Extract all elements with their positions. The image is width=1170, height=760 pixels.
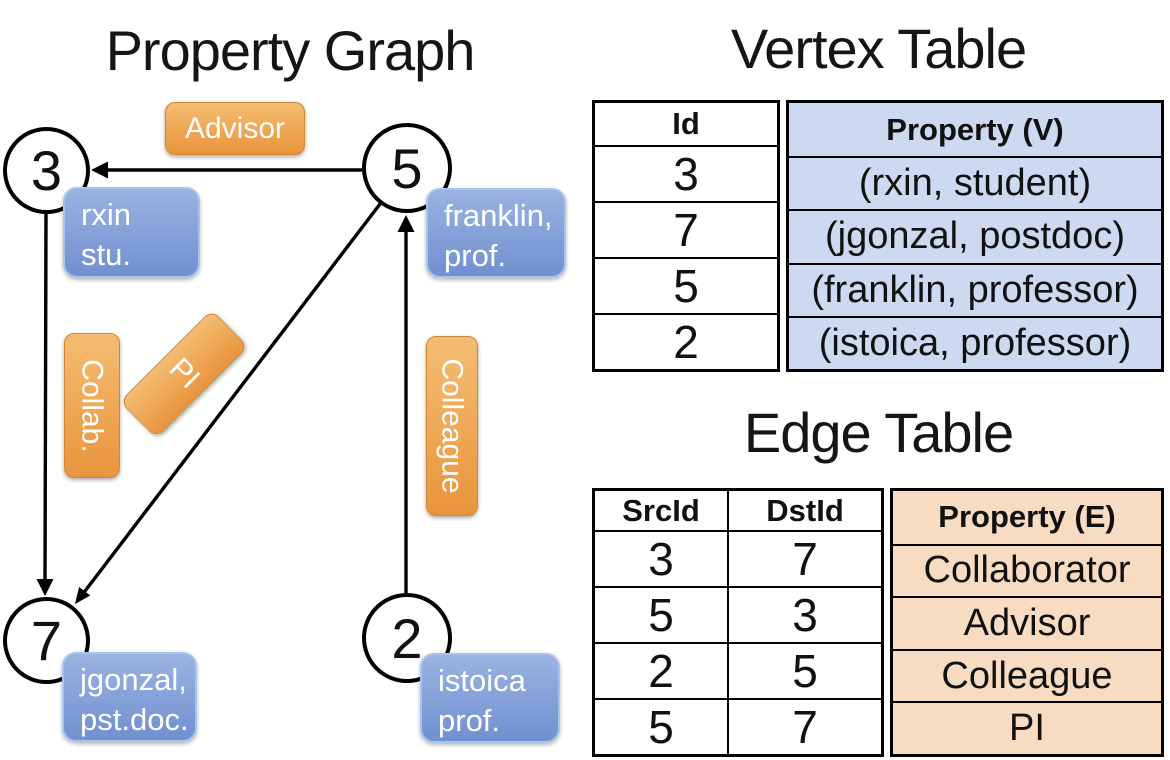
edge-property-cell: Advisor: [893, 596, 1161, 649]
edge-property-cell: PI: [893, 701, 1161, 754]
edge-property-cell: Collaborator: [893, 543, 1161, 597]
edge-5-7-line: [80, 202, 382, 597]
edge-srcid-header: SrcId: [622, 492, 700, 528]
graph-node-2: 2: [362, 593, 452, 683]
edge-3-7-arrowhead-icon: [36, 579, 54, 596]
vertex-property-line1: istoica: [438, 663, 526, 698]
edge-dstid-cell: 5: [727, 642, 881, 698]
edge-label-pi-text: PI: [162, 351, 207, 396]
edge-dstid-cell: 3: [727, 586, 881, 642]
edge-table-id-columns: SrcId DstId 3 7 5 3 2 5 5 7: [592, 488, 884, 757]
vertex-table-title: Vertex Table: [730, 17, 1027, 80]
edge-5-3-arrowhead-icon: [91, 161, 108, 179]
vertex-property-cell: (rxin, student): [789, 156, 1161, 210]
vertex-id-header: Id: [672, 106, 700, 141]
vertex-property-box-rxin: rxin stu.: [63, 187, 200, 278]
edge-property-header: Property (E): [893, 491, 1161, 544]
vertex-table-id-column: Id 3 7 5 2: [592, 100, 780, 372]
edge-srcid-cell: 2: [595, 642, 727, 698]
vertex-property-line1: rxin: [81, 197, 131, 232]
edge-dstid-header: DstId: [727, 491, 881, 530]
property-graph-title: Property Graph: [105, 19, 476, 82]
vertex-property-line2: prof.: [438, 703, 501, 738]
vertex-table-property-column: Property (V) (rxin, student) (jgonzal, p…: [786, 100, 1164, 372]
vertex-property-box-istoica: istoica prof.: [420, 653, 560, 743]
vertex-property-cell: (franklin, professor): [789, 262, 1161, 316]
vertex-property-box-jgonzal: jgonzal, pst.doc.: [62, 652, 197, 742]
edge-dstid-cell: 7: [727, 530, 881, 586]
vertex-property-cell: (istoica, professor): [789, 315, 1161, 369]
vertex-property-line2: pst.doc.: [80, 702, 189, 737]
vertex-property-line2: prof.: [444, 238, 507, 273]
edge-label-collab-text: Collab.: [76, 358, 110, 453]
edge-5-7-arrowhead-icon: [75, 587, 91, 604]
edge-srcid-cell: 5: [595, 698, 727, 754]
edge-srcid-cell: 5: [595, 586, 727, 642]
graph-edges-canvas: [36, 161, 415, 604]
edge-label-advisor-text: Advisor: [184, 111, 286, 145]
vertex-property-line1: franklin,: [444, 198, 553, 233]
edge-label-advisor: Advisor: [165, 102, 305, 155]
vertex-id-cell: 7: [595, 201, 777, 257]
vertex-table: Id 3 7 5 2 Property (V) (rxin, student) …: [592, 100, 1164, 372]
edge-property-cell: Colleague: [893, 648, 1161, 702]
edge-label-collab: Collab.: [64, 333, 120, 478]
vertex-id-cell: 3: [595, 145, 777, 201]
vertex-property-cell: (jgonzal, postdoc): [789, 209, 1161, 263]
graph-node-2-id: 2: [391, 606, 423, 670]
edge-2-5-arrowhead-icon: [397, 215, 415, 232]
edge-table: SrcId DstId 3 7 5 3 2 5 5 7 Property (E)…: [592, 488, 1164, 757]
graph-node-3-id: 3: [30, 139, 63, 202]
graph-node-7-id: 7: [30, 609, 63, 672]
vertex-property-line1: jgonzal,: [80, 662, 187, 697]
edge-table-property-column: Property (E) Collaborator Advisor Collea…: [890, 488, 1164, 757]
edge-label-colleague: Colleague: [426, 336, 478, 516]
edge-label-colleague-text: Colleague: [436, 358, 470, 494]
vertex-property-line2: stu.: [81, 237, 131, 272]
edge-table-title: Edge Table: [743, 401, 1014, 464]
vertex-property-header: Property (V): [789, 103, 1161, 157]
edge-dstid-cell: 7: [727, 698, 881, 754]
vertex-id-cell: 2: [595, 313, 777, 369]
graph-node-5-id: 5: [391, 136, 423, 200]
vertex-property-box-franklin: franklin, prof.: [426, 188, 566, 278]
edge-3-7-line: [43, 213, 48, 583]
vertex-id-cell: 5: [595, 257, 777, 313]
edge-srcid-cell: 3: [595, 530, 727, 586]
